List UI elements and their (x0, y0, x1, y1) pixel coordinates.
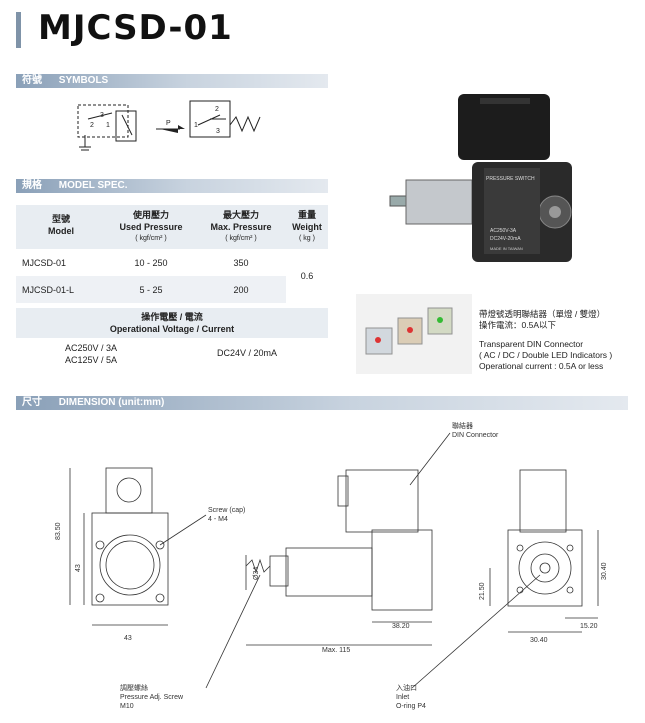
section-zh-label: 符號 (22, 75, 42, 86)
row-model: MJCSD-01 (22, 258, 67, 268)
voltage-table: 操作電壓 / 電流 Operational Voltage / Current … (16, 308, 328, 370)
section-header-symbols: 符號 SYMBOLS (16, 74, 328, 88)
label-adj-en: Pressure Adj. Screw (120, 694, 184, 701)
label-adj-thread: M10 (120, 703, 134, 710)
row-model: MJCSD-01-L (22, 285, 75, 295)
switch-symbols-diagram: 3 2 1 2 1 3 P (77, 100, 261, 151)
symbol-pin2-left: 2 (90, 122, 94, 129)
label-line2: AC250V-3A (490, 228, 517, 234)
label-line4: MADE IN TAIWAN (490, 246, 523, 251)
label-inlet-oring: O-ring P4 (396, 703, 426, 710)
caption-en-line3: Operational current : 0.5A or less (479, 361, 604, 371)
label-inlet-zh: 入油口 (396, 683, 417, 692)
symbol-pin3-left: 3 (100, 112, 104, 119)
dim-30-40-vertical: 30.40 (601, 562, 608, 580)
row-used-pressure: 10 - 250 (134, 258, 168, 268)
caption-zh-line1: 帶燈號透明聯結器（單燈 / 雙燈） (479, 309, 606, 319)
dim-21-50: 21.50 (479, 582, 486, 600)
page-title: MJCSD-01 (38, 8, 233, 48)
dim-max-115: Max. 115 (322, 647, 350, 654)
label-din-zh: 聯結器 (452, 421, 473, 430)
dim-diameter-34: Ø34 (253, 567, 260, 580)
table-row: MJCSD-01 10 - 250 350 (16, 249, 286, 276)
caption-en-line1: Transparent DIN Connector (479, 339, 584, 349)
label-line3: DC24V-20mA (490, 236, 521, 242)
row-max-pressure: 200 (233, 285, 249, 295)
label-inlet-en: Inlet (396, 694, 409, 701)
voltage-dc: DC24V / 20mA (216, 348, 278, 358)
section-en-label: MODEL SPEC. (58, 180, 128, 191)
label-din-en: DIN Connector (452, 432, 499, 439)
symbol-pin3-right: 3 (216, 128, 220, 135)
label-adj-zh: 調壓螺絲 (120, 683, 148, 692)
symbol-pressure-label: P (166, 120, 171, 127)
product-photo: PRESSURE SWITCH AC250V-3A DC24V-20mA MAD… (389, 94, 572, 262)
weight-value: 0.6 (300, 271, 314, 281)
caption-zh-line2: 操作電流：0.5A以下 (479, 320, 556, 330)
section-header-model-spec: 規格 MODEL SPEC. (16, 179, 328, 193)
section-en-label: SYMBOLS (58, 75, 109, 86)
row-used-pressure: 5 - 25 (139, 285, 163, 295)
section-zh-label: 尺寸 (22, 397, 42, 408)
voltage-ac: AC250V / 3A AC125V / 5A (64, 343, 118, 365)
symbol-pin2-right: 2 (215, 106, 219, 113)
dim-83-50: 83.50 (55, 522, 62, 540)
row-max-pressure: 350 (233, 258, 249, 268)
section-header-dimension: 尺寸 DIMENSION (unit:mm) (16, 396, 628, 410)
connector-photo (356, 294, 472, 374)
connector-caption: 帶燈號透明聯結器（單燈 / 雙燈） 操作電流：0.5A以下 Transparen… (479, 309, 639, 372)
dim-15-20: 15.20 (580, 623, 598, 630)
section-zh-label: 規格 (22, 180, 42, 191)
symbol-pin1-right: 1 (194, 122, 198, 129)
table-row: MJCSD-01-L 5 - 25 200 (16, 276, 286, 303)
section-en-label: DIMENSION (unit:mm) (58, 397, 165, 408)
symbol-pin1-left: 1 (106, 122, 110, 129)
dim-30-40-horizontal: 30.40 (530, 637, 548, 644)
voltage-row: AC250V / 3A AC125V / 5A DC24V / 20mA (16, 338, 328, 370)
dim-38-20: 38.20 (392, 623, 410, 630)
caption-en-line2: ( AC / DC / Double LED Indicators ) (479, 350, 613, 360)
label-line1: PRESSURE SWITCH (486, 176, 535, 182)
voltage-header: 操作電壓 / 電流 Operational Voltage / Current (16, 308, 328, 338)
label-screw-cap-spec: 4 - M4 (208, 516, 228, 523)
dim-43-vertical: 43 (75, 564, 82, 572)
title-accent-bar (16, 12, 21, 48)
dimension-drawing: Screw (cap) 4 - M4 聯結器 DIN Connector 調壓螺… (55, 421, 608, 710)
spec-body: MJCSD-01 10 - 250 350 MJCSD-01-L 5 - 25 … (16, 249, 328, 303)
dim-43-horizontal: 43 (124, 635, 132, 642)
label-screw-cap: Screw (cap) (208, 507, 245, 514)
